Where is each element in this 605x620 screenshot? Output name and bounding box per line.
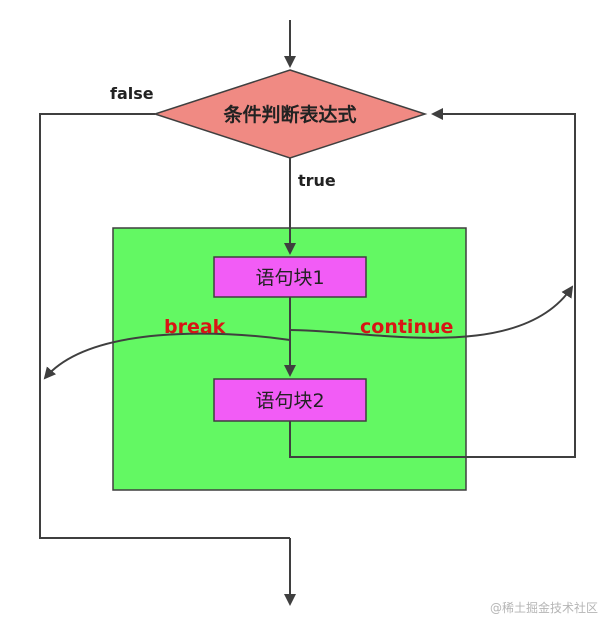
watermark: @稀土掘金技术社区 <box>490 600 598 615</box>
statement-block-1-label: 语句块1 <box>255 267 324 289</box>
break-label: break <box>164 316 226 338</box>
statement-block-2[interactable] <box>213 378 367 422</box>
break-curve <box>43 332 291 380</box>
continue-curve <box>289 285 574 339</box>
true-label: true <box>298 171 336 190</box>
loop-back-path <box>289 108 576 458</box>
statement-block-1[interactable] <box>213 256 367 298</box>
continue-label: continue <box>360 316 453 338</box>
false-path <box>39 113 290 539</box>
statement-block-2-label: 语句块2 <box>255 390 324 412</box>
false-label: false <box>110 84 154 103</box>
condition-text: 条件判断表达式 <box>223 103 356 126</box>
